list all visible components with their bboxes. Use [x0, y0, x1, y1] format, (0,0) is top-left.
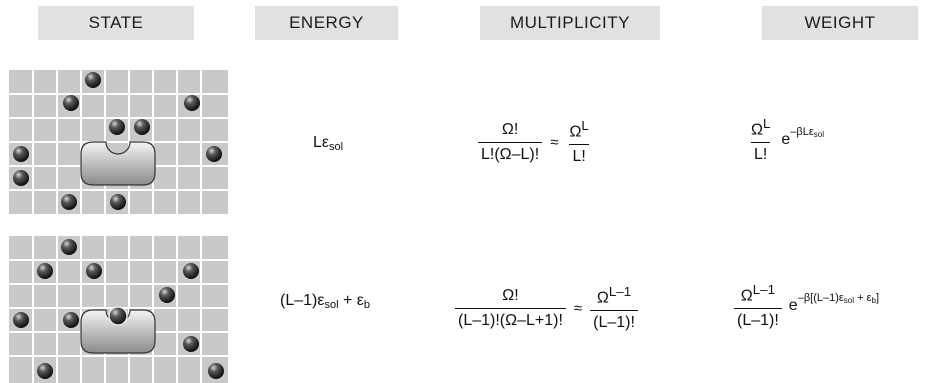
solvent-ball-icon	[208, 363, 224, 379]
solvent-ball-icon	[206, 146, 222, 162]
row2-energy: (L–1)εsol + εb	[280, 293, 370, 311]
lattice-bound-state	[9, 236, 228, 383]
row1-energy: Lεsol	[313, 135, 343, 153]
row1-weight: ΩL L! e–βLεsol	[748, 116, 824, 164]
solvent-ball-icon	[110, 194, 126, 210]
solvent-ball-icon	[134, 119, 150, 135]
header-energy: ENERGY	[255, 6, 398, 40]
solvent-ball-icon	[13, 170, 29, 186]
row1-weight-fraction: ΩL L!	[748, 116, 773, 164]
solvent-ball-icon	[86, 263, 102, 279]
solvent-ball-icon	[109, 119, 125, 135]
header-multiplicity: MULTIPLICITY	[480, 6, 660, 40]
solvent-ball-icon	[85, 72, 101, 88]
row2-weight: ΩL–1 (L–1)! e–β[(L–1)εsol + εb]	[734, 282, 879, 330]
row2-weight-fraction: ΩL–1 (L–1)!	[734, 282, 782, 330]
lattice-unbound-state	[9, 70, 228, 214]
row1-weight-exponential: e–βLεsol	[781, 131, 824, 149]
solvent-ball-icon	[37, 363, 53, 379]
bound-ball-icon	[109, 307, 127, 325]
solvent-ball-icon	[183, 263, 199, 279]
row1-multiplicity: Ω! L!(Ω–L)! ≈ ΩL L!	[478, 118, 592, 166]
header-weight: WEIGHT	[762, 6, 918, 40]
row2-multiplicity-approx-fraction: ΩL–1 (L–1)!	[590, 284, 638, 332]
row1-multiplicity-approx-fraction: ΩL L!	[566, 118, 591, 166]
solvent-ball-icon	[13, 312, 29, 328]
solvent-ball-icon	[13, 146, 29, 162]
row2-multiplicity-fraction: Ω! (L–1)!(Ω–L+1)!	[455, 287, 566, 330]
solvent-ball-icon	[184, 95, 200, 111]
row1-multiplicity-fraction: Ω! L!(Ω–L)!	[478, 121, 542, 164]
header-state: STATE	[38, 6, 194, 40]
solvent-ball-icon	[61, 239, 77, 255]
row2-weight-exponential: e–β[(L–1)εsol + εb]	[789, 297, 879, 315]
solvent-ball-icon	[63, 312, 79, 328]
row2-multiplicity: Ω! (L–1)!(Ω–L+1)! ≈ ΩL–1 (L–1)!	[455, 284, 638, 332]
solvent-ball-icon	[63, 95, 79, 111]
solvent-ball-icon	[37, 263, 53, 279]
solvent-ball-icon	[61, 194, 77, 210]
solvent-ball-icon	[159, 287, 175, 303]
solvent-ball-icon	[183, 336, 199, 352]
